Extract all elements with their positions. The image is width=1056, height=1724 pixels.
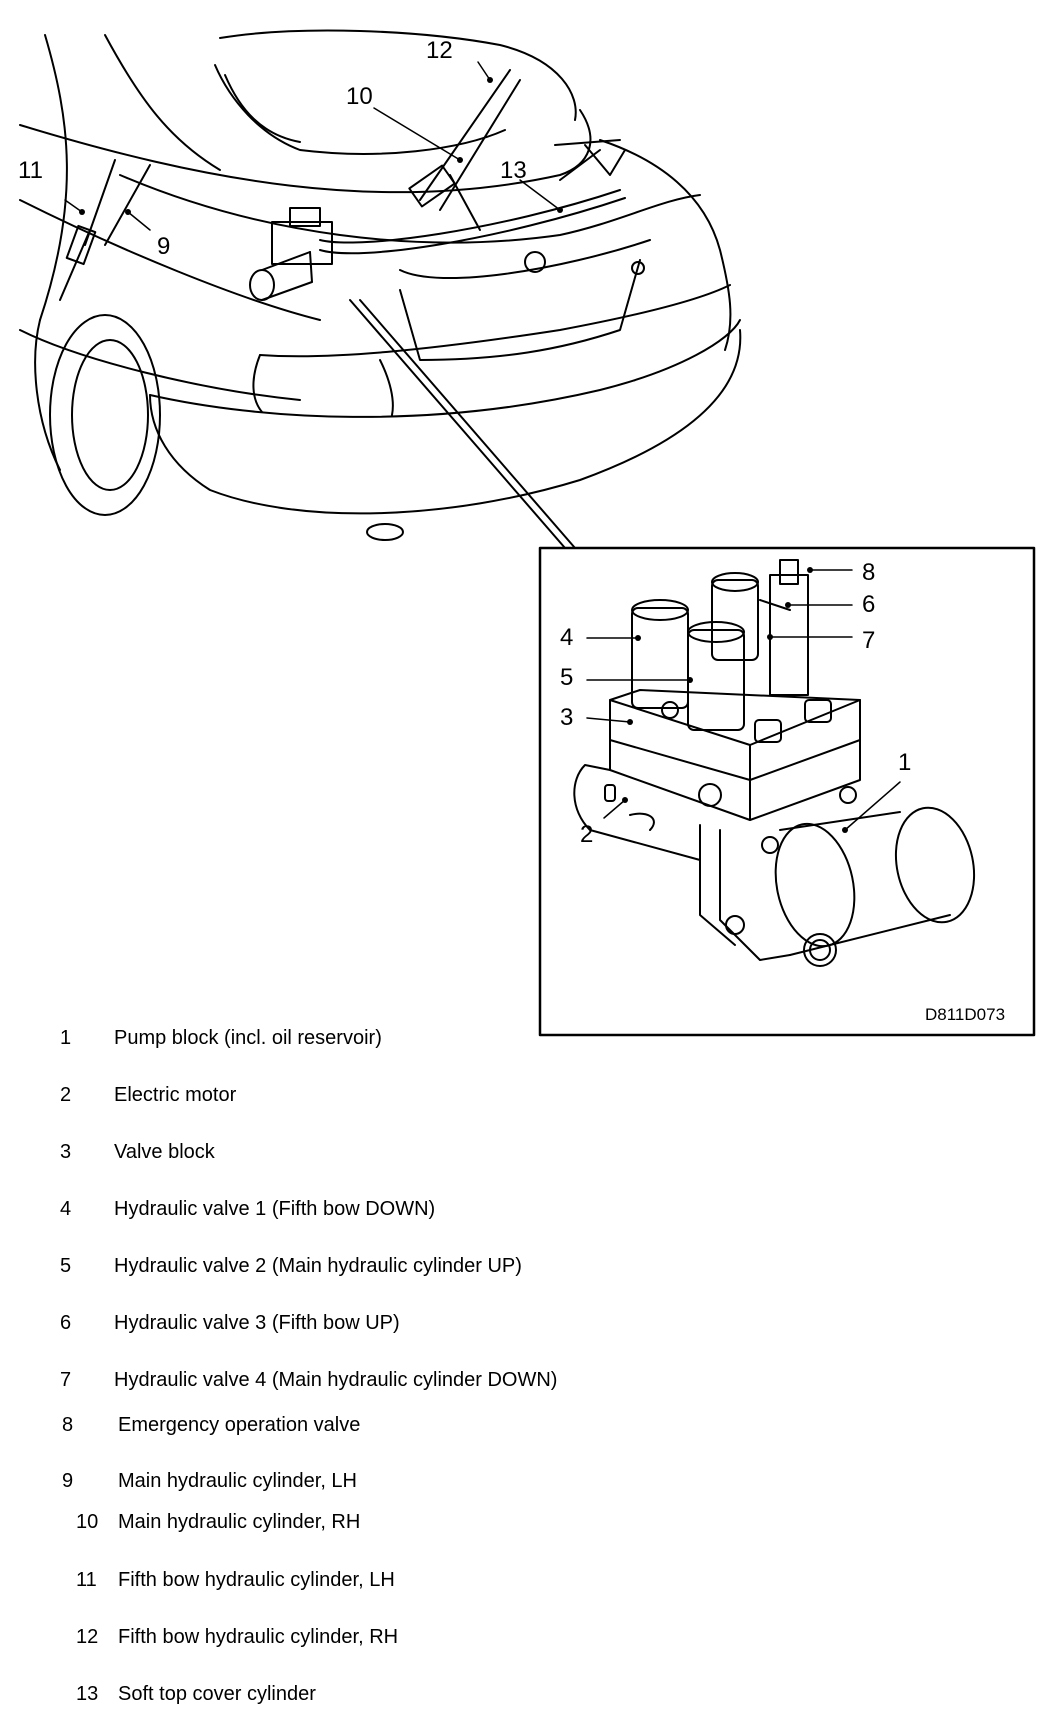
legend-number: 8 [62, 1414, 74, 1436]
legend-text: Soft top cover cylinder [118, 1683, 316, 1705]
callout-3: 3 [560, 704, 573, 731]
legend-number: 6 [60, 1312, 72, 1334]
callout-1: 1 [898, 749, 911, 776]
callout-6: 6 [862, 591, 875, 618]
callout-5: 5 [560, 664, 573, 691]
callout-7: 7 [862, 627, 875, 654]
legend-number: 10 [76, 1511, 99, 1533]
legend-number: 4 [60, 1198, 72, 1220]
leader-lines [64, 61, 901, 831]
legend-number: 12 [76, 1626, 99, 1648]
legend-text: Hydraulic valve 4 (Main hydraulic cylind… [114, 1369, 558, 1391]
car-rear-drawing [19, 29, 742, 549]
legend-text: Main hydraulic cylinder, LH [118, 1470, 357, 1492]
callout-11: 11 [18, 157, 43, 184]
legend-text: Fifth bow hydraulic cylinder, RH [118, 1626, 399, 1648]
callout-9: 9 [157, 233, 170, 260]
callout-8: 8 [862, 559, 875, 586]
legend-number: 13 [76, 1683, 99, 1705]
callout-labels: 12 10 13 11 9 8 6 7 4 5 3 1 2 D811D073 [18, 37, 1005, 1024]
legend-number: 2 [60, 1084, 72, 1106]
callout-10: 10 [346, 83, 373, 110]
legend-text: Main hydraulic cylinder, RH [118, 1511, 361, 1533]
leader-arrowheads [79, 77, 848, 833]
legend-number: 5 [60, 1255, 72, 1277]
callout-2: 2 [580, 821, 593, 848]
callout-12: 12 [426, 37, 453, 64]
legend-text: Hydraulic valve 1 (Fifth bow DOWN) [114, 1198, 436, 1220]
legend-number: 9 [62, 1470, 74, 1492]
legend-text: Hydraulic valve 2 (Main hydraulic cylind… [114, 1255, 522, 1277]
callout-4: 4 [560, 624, 573, 651]
legend-text: Fifth bow hydraulic cylinder, LH [118, 1569, 395, 1591]
legend-text: Electric motor [114, 1084, 237, 1106]
callout-13: 13 [500, 157, 527, 184]
drawing-code: D811D073 [925, 1005, 1005, 1024]
pump-unit-detail [538, 546, 1036, 1037]
legend-number: 3 [60, 1141, 72, 1163]
legend-text: Valve block [114, 1141, 215, 1163]
legend-text: Emergency operation valve [118, 1414, 361, 1436]
legend-number: 7 [60, 1369, 72, 1391]
legend-text: Hydraulic valve 3 (Fifth bow UP) [114, 1312, 400, 1334]
hydraulic-system-diagram: 12 10 13 11 9 8 6 7 4 5 3 1 2 D811D073 [18, 29, 1036, 1037]
legend-number: 11 [76, 1569, 97, 1591]
